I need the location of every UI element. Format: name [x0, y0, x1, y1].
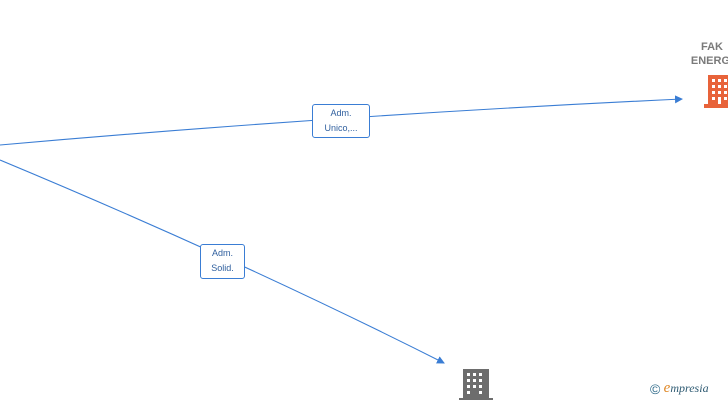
edge-label-adm-solid[interactable]: Adm. Solid. [200, 244, 245, 279]
edge-label-adm-unico[interactable]: Adm. Unico,... [312, 104, 370, 138]
edge-label-line: Adm. [330, 108, 352, 118]
node-label-line: FAK [701, 41, 723, 53]
copyright-icon: © [650, 380, 661, 397]
edge-label-line: Solid. [211, 263, 234, 273]
brand-logo: empresia [663, 380, 709, 396]
building-icon[interactable] [704, 75, 728, 108]
empresia-watermark: © empresia [650, 380, 709, 398]
node-label-line: ENERGI [690, 55, 728, 67]
brand-initial: e [663, 380, 671, 396]
edge-label-line: Unico,... [324, 123, 358, 133]
node-label-fak[interactable]: FAK ENERGI [660, 40, 728, 68]
brand-rest: mpresia [670, 381, 709, 395]
building-icon[interactable] [459, 369, 493, 400]
edge-label-line: Adm. [211, 248, 233, 258]
